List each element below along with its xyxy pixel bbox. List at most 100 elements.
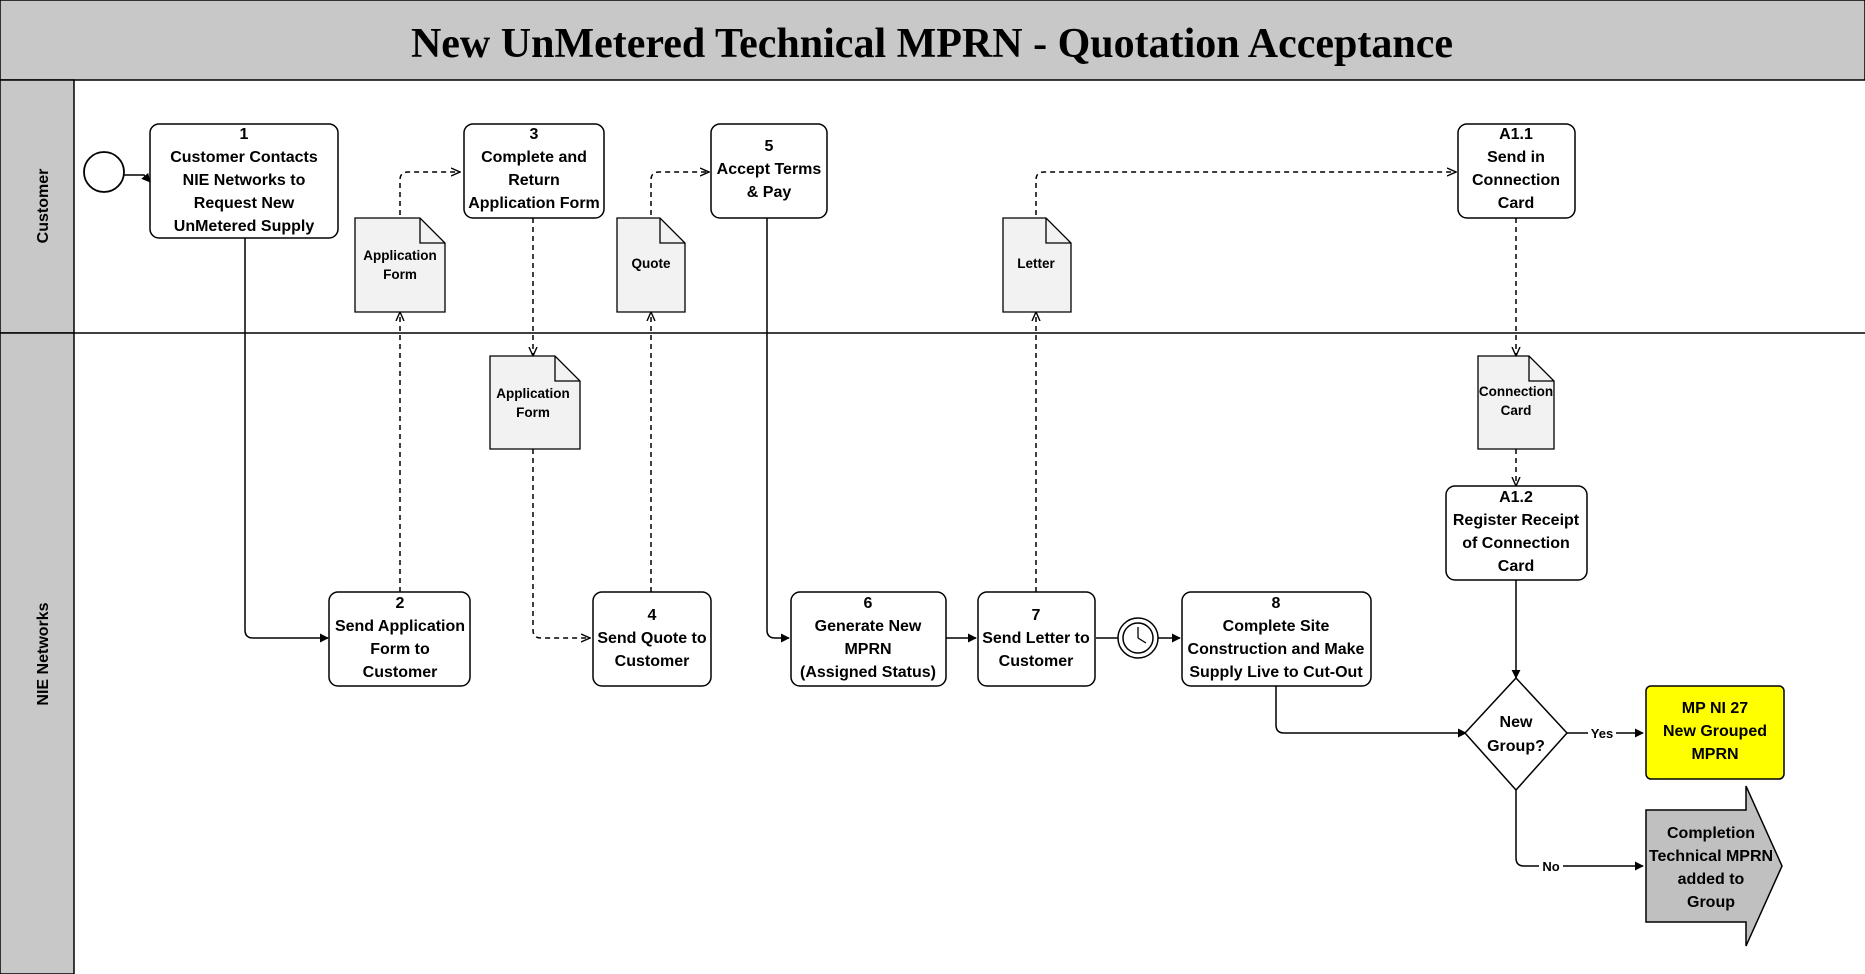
task-label-line: Connection: [1472, 172, 1560, 189]
msgflow-quote-to-5: [650, 172, 709, 215]
diagram-title: New UnMetered Technical MPRN - Quotation…: [411, 21, 1453, 67]
yes-label-bg: [1588, 724, 1616, 742]
task-number: 7: [1032, 607, 1041, 624]
flow-8-to-gateway: [1275, 684, 1467, 738]
document-label-line: Card: [1501, 403, 1532, 418]
outcome-label-line: MPRN: [1691, 746, 1738, 763]
task-label-line: Accept Terms: [717, 161, 822, 178]
task-label-line: Form to: [370, 641, 430, 658]
task-label-line: Send Letter to: [982, 630, 1090, 647]
outcome-label-line: Technical MPRN: [1649, 848, 1773, 865]
document-label-line: Letter: [1017, 256, 1055, 271]
task-label-line: Complete and: [481, 149, 587, 166]
task-label-line: Return: [508, 172, 560, 189]
gateway-label-line: New: [1500, 714, 1533, 731]
document-label-line: Application: [496, 386, 570, 401]
outcome-label-line: Completion: [1667, 825, 1755, 842]
task-number: 8: [1272, 595, 1281, 612]
task-label-line: (Assigned Status): [800, 664, 936, 681]
svg-text:Letter: Letter: [1017, 256, 1055, 271]
task-label-line: NIE Networks to: [183, 172, 306, 189]
task-label-line: Send in: [1487, 149, 1545, 166]
task-label-line: Customer: [999, 653, 1074, 670]
outcome-label-line: MP NI 27: [1682, 700, 1749, 717]
yes-label: Yes: [1591, 726, 1613, 741]
task-label-line: & Pay: [747, 184, 792, 201]
task-number: 2: [396, 595, 405, 612]
timer-event[interactable]: [1117, 617, 1159, 659]
document-letter[interactable]: Letter: [1002, 217, 1072, 313]
lane-label-customer: Customer: [35, 169, 52, 244]
outcome-label-line: New Grouped: [1663, 723, 1767, 740]
task-label-line: Supply Live to Cut-Out: [1189, 664, 1363, 681]
task-label-line: of Connection: [1462, 535, 1570, 552]
document-label-line: Form: [516, 405, 550, 420]
document-label-line: Form: [383, 267, 417, 282]
task-label-line: MPRN: [844, 641, 891, 658]
task-label-line: Card: [1498, 558, 1534, 575]
outcome-label-line: Group: [1687, 894, 1735, 911]
task-label-line: Generate New: [815, 618, 922, 635]
msgflow-appform-to-3: [399, 172, 460, 215]
flow-start-to-1: [124, 172, 151, 183]
lane-label-nie: NIE Networks: [35, 602, 52, 705]
flow-gateway-no: [1515, 790, 1644, 871]
task-label-line: Send Quote to: [597, 630, 707, 647]
lane-header-nie: [0, 332, 75, 974]
task-label-line: Application Form: [468, 195, 600, 212]
task-label-line: Register Receipt: [1453, 512, 1580, 529]
no-label-bg: [1539, 857, 1563, 875]
task-label-line: Complete Site: [1223, 618, 1330, 635]
task-label-line: UnMetered Supply: [174, 218, 315, 235]
gateway-label-line: Group?: [1487, 738, 1545, 755]
document-label-line: Application: [363, 248, 437, 263]
title-bar: [0, 0, 1865, 81]
document-quote[interactable]: Quote: [616, 217, 686, 313]
task-number: 5: [765, 138, 774, 155]
lane-header-customer: [0, 79, 75, 334]
start-event[interactable]: [83, 151, 125, 193]
msgflow-letter-to-a11: [1035, 172, 1456, 215]
svg-text:Quote: Quote: [632, 256, 671, 271]
flow-5-to-6: [766, 218, 790, 643]
task-number: A1.2: [1499, 489, 1533, 506]
task-label-line: Request New: [194, 195, 295, 212]
task-number: 1: [240, 126, 249, 143]
document-label-line: Quote: [632, 256, 671, 271]
outcome-label-line: added to: [1678, 871, 1745, 888]
task-label-line: Customer: [363, 664, 438, 681]
task-number: 4: [648, 607, 657, 624]
task-label-line: Construction and Make: [1188, 641, 1365, 658]
task-label-line: Card: [1498, 195, 1534, 212]
